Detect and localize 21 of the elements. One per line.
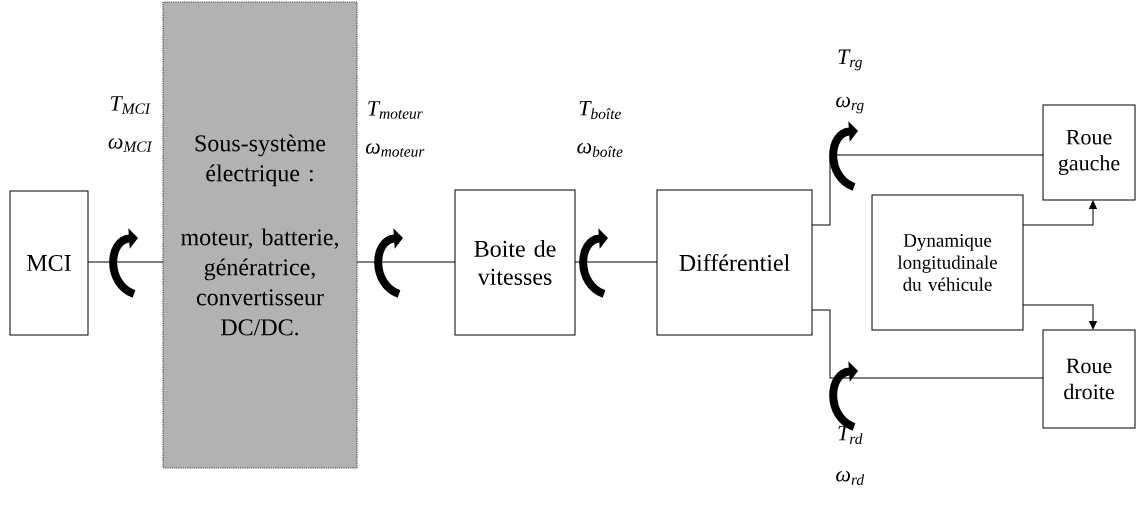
connector — [1022, 200, 1097, 226]
symbol-label: T$_{rg}$ — [838, 49, 862, 71]
connector — [574, 261, 658, 263]
symbol-label: ω$_{rd}$ — [836, 471, 865, 485]
block-box: Boite de vitesses — [454, 189, 576, 336]
block-box: Roue droite — [1042, 329, 1136, 429]
connector — [87, 261, 164, 263]
block-box: Dynamique longitudinale du véhicule — [871, 194, 1024, 331]
connector — [811, 154, 1044, 226]
subsystem-box: Sous-système électrique : moteur, batterie, génératrice, convertisseur DC/DC. — [162, 1, 358, 469]
block-box: Différentiel — [656, 189, 813, 336]
block-box: Roue gauche — [1042, 104, 1136, 201]
symbol-label: ω$_{MCI}$ — [108, 138, 153, 152]
symbol-label: T$_{boîte}$ — [579, 100, 621, 120]
connector — [1022, 304, 1097, 330]
connector — [356, 261, 456, 263]
block-box: MCI — [9, 190, 89, 336]
connector — [811, 309, 1044, 379]
symbol-label: ω$_{boîte}$ — [577, 143, 623, 157]
symbol-label: ω$_{moteur}$ — [365, 143, 425, 157]
symbol-label: ω$_{rg}$ — [836, 96, 864, 114]
